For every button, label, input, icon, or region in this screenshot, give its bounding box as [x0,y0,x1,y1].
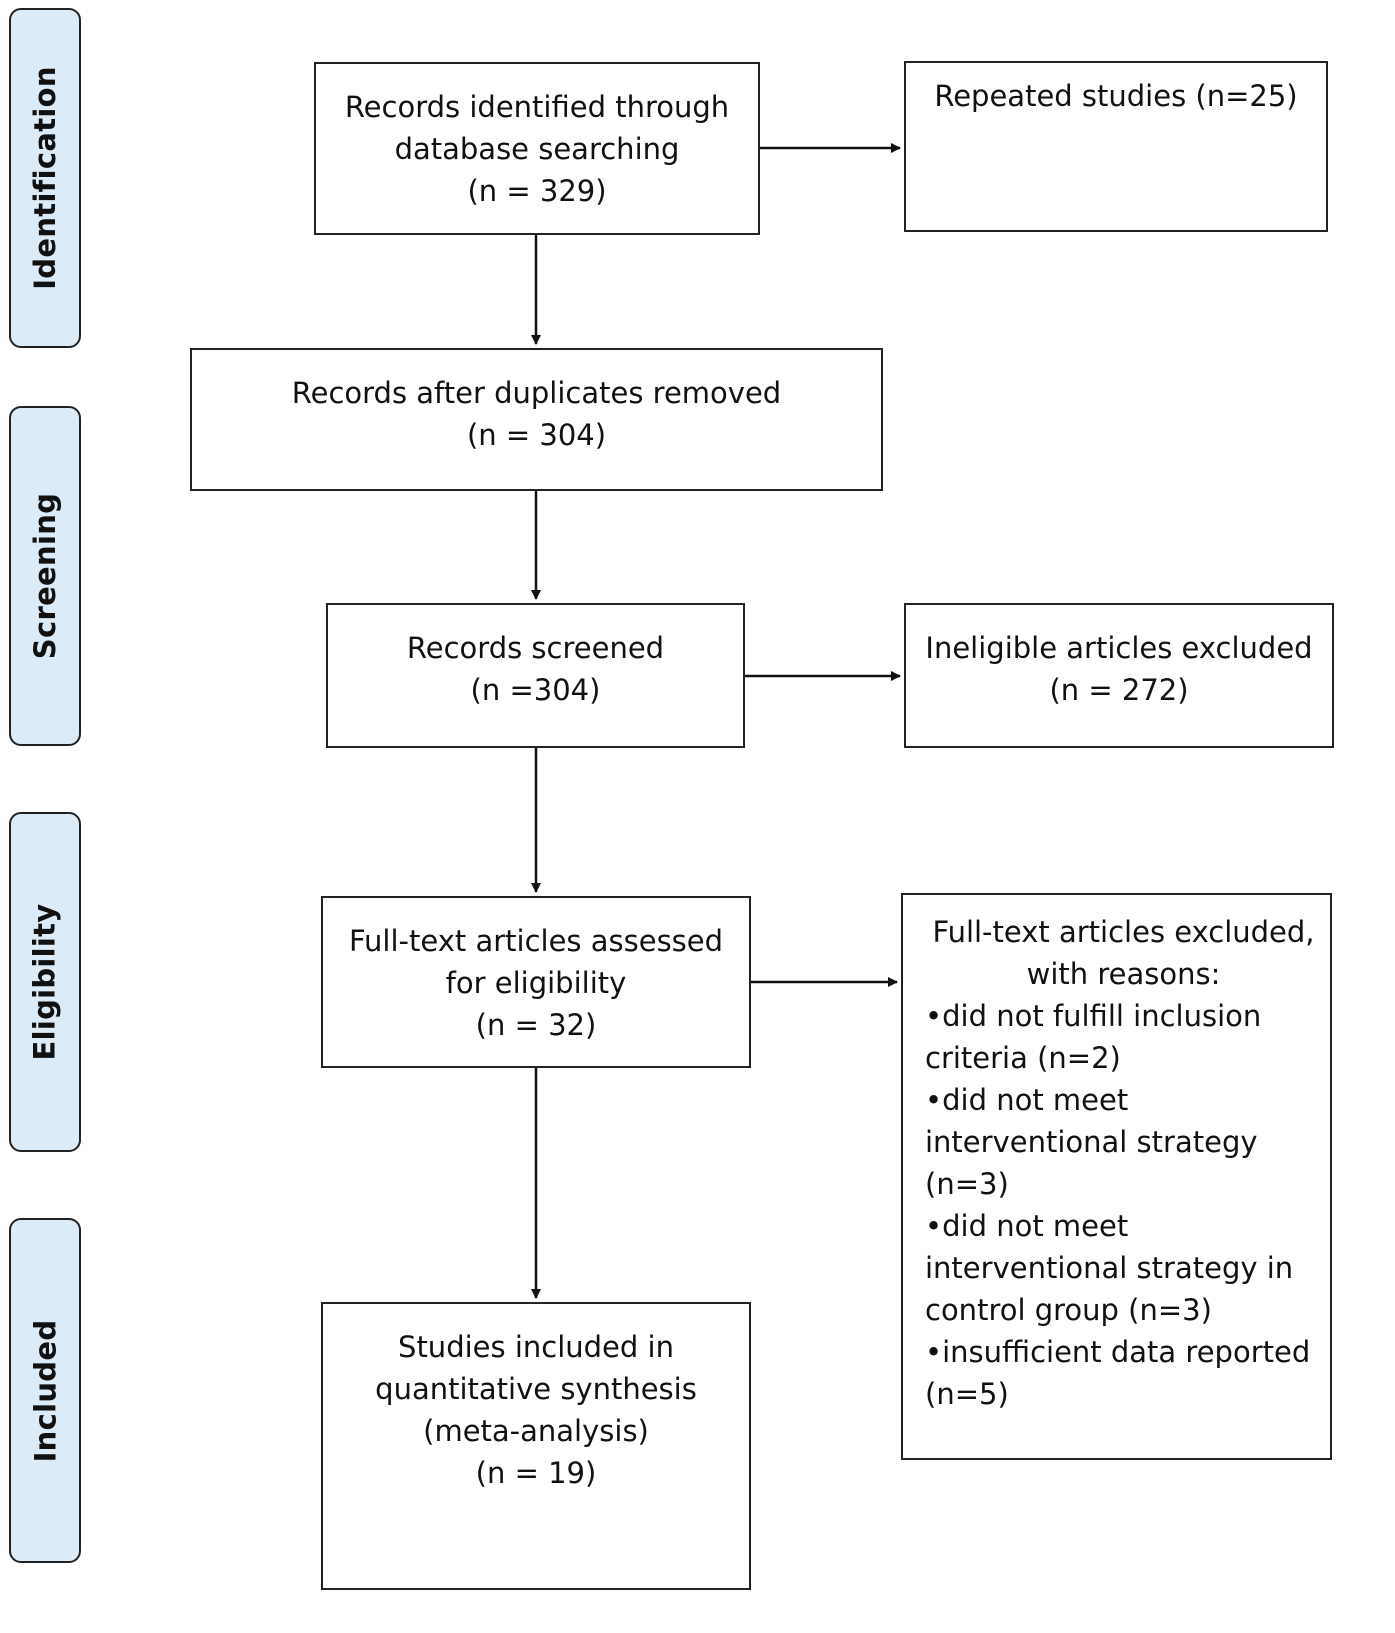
phase-eligibility-label: Eligibility [28,903,63,1061]
records-screened-count: (n =304) [470,673,601,707]
fulltext-assessed-box: Full-text articles assessed for eligibil… [321,896,751,1068]
fulltext-excluded-box: Full-text articles excluded, with reason… [901,893,1332,1460]
exclusion-reason-line: •insufficient data reported [925,1335,1311,1369]
records-identified-line-2: database searching [394,132,680,166]
studies-included-line-3: (meta-analysis) [423,1414,649,1448]
fulltext-assessed-count: (n = 32) [475,1008,597,1042]
exclusion-reason-line: •did not fulfill inclusion [925,999,1262,1033]
phase-eligibility: Eligibility [9,812,81,1152]
records-screened-line-1: Records screened [406,631,665,665]
exclusion-reason-line: criteria (n=2) [925,1041,1121,1075]
studies-included-line-2: quantitative synthesis [375,1372,697,1406]
repeated-studies-box: Repeated studies (n=25) [904,61,1328,232]
records-screened-box: Records screened (n =304) [326,603,745,748]
phase-screening: Screening [9,406,81,746]
ineligible-excluded-box: Ineligible articles excluded (n = 272) [904,603,1334,748]
fulltext-excluded-header-2: with reasons: [1026,957,1221,991]
records-identified-count: (n = 329) [467,174,607,208]
records-after-duplicates-count: (n = 304) [466,418,607,452]
studies-included-box: Studies included in quantitative synthes… [321,1302,751,1590]
records-after-duplicates-box: Records after duplicates removed (n = 30… [190,348,883,491]
phase-screening-label: Screening [28,492,62,660]
studies-included-count: (n = 19) [475,1456,597,1490]
fulltext-assessed-line-1: Full-text articles assessed [348,924,724,958]
ineligible-excluded-count: (n = 272) [1049,673,1189,707]
repeated-studies-text: Repeated studies (n=25) [934,79,1298,113]
fulltext-assessed-line-2: for eligibility [445,966,627,1000]
fulltext-excluded-header-1: Full-text articles excluded, [932,915,1315,949]
ineligible-excluded-line-1: Ineligible articles excluded [925,631,1313,665]
phase-included: Included [9,1218,81,1563]
exclusion-reason-line: interventional strategy [925,1125,1258,1159]
records-after-duplicates-line-1: Records after duplicates removed [291,376,782,410]
exclusion-reason-line: interventional strategy in [925,1251,1294,1285]
records-identified-box: Records identified through database sear… [314,62,760,235]
studies-included-line-1: Studies included in [398,1330,674,1364]
exclusion-reason-line: (n=5) [925,1377,1009,1411]
phase-identification: Identification [9,8,81,348]
phase-included-label: Included [28,1319,62,1462]
exclusion-reason-line: control group (n=3) [925,1293,1212,1327]
records-identified-line-1: Records identified through [344,90,730,124]
phase-identification-label: Identification [28,66,62,290]
exclusion-reason-line: •did not meet [925,1209,1129,1243]
exclusion-reason-line: •did not meet [925,1083,1129,1117]
exclusion-reason-line: (n=3) [925,1167,1009,1201]
